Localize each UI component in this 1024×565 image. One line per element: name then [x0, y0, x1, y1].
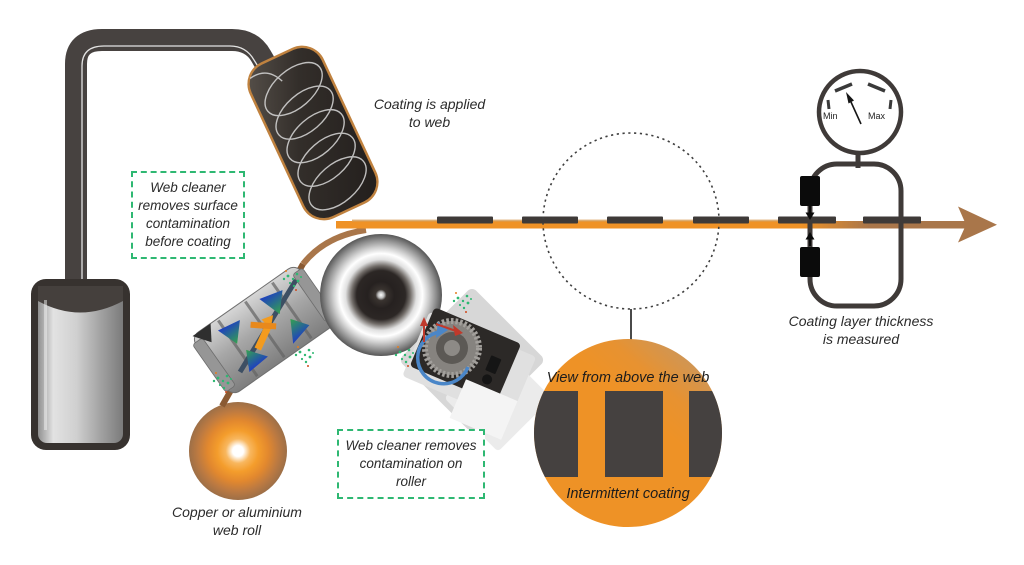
contamination-arrow-icons — [420, 317, 463, 342]
label-line: to web — [408, 114, 451, 131]
callout-line: Web cleaner removes — [345, 438, 477, 453]
web-roll-label: Copper or aluminium web roll — [157, 503, 317, 540]
web-direction-arrow — [958, 206, 997, 243]
coil-icon — [249, 61, 367, 211]
sensor-top — [800, 176, 820, 220]
callout-line: Web cleaner — [150, 180, 226, 195]
inline-web-cleaner — [192, 266, 335, 394]
label-line: Coating is applied — [373, 96, 486, 112]
callout-line: before coating — [145, 234, 231, 250]
label-line: View from above the web — [546, 370, 710, 386]
label-line: is measured — [822, 331, 900, 348]
gauge-min-label: Min — [823, 111, 838, 121]
coating-die — [247, 45, 379, 221]
gauge-needle-icon — [846, 92, 862, 125]
thickness-label: Coating layer thickness is measured — [779, 312, 943, 349]
web-wrap — [300, 227, 367, 266]
label-line: Coating layer thickness — [788, 313, 934, 329]
supply-pipe — [65, 29, 282, 292]
callout-line: removes surface — [138, 198, 238, 214]
web-roll — [189, 402, 287, 500]
magnifier-bottom-label: Intermittent coating — [543, 485, 713, 504]
roller — [320, 234, 442, 356]
callout-line: contamination on — [359, 456, 463, 472]
coating-patches — [437, 216, 921, 224]
magnified-web-view — [534, 339, 722, 527]
roller-web-cleaner — [394, 288, 551, 451]
zoom-indicator-circle — [542, 132, 720, 310]
label-line: web roll — [212, 522, 262, 539]
cleaner-roller-callout: Web cleaner removes contamination on rol… — [337, 429, 485, 500]
label-line: Copper or aluminium — [172, 504, 302, 520]
callout-line: roller — [395, 474, 426, 490]
supply-tank — [31, 279, 130, 450]
thickness-gauge-icon — [816, 68, 904, 168]
measurement-frame — [807, 161, 904, 309]
callout-line: contamination — [145, 216, 231, 232]
gauge-max-label: Max — [868, 111, 886, 121]
cleaner-surface-callout: Web cleaner removes surface contaminatio… — [131, 171, 245, 260]
label-line: Intermittent coating — [566, 486, 690, 502]
coating-applied-label: Coating is applied to web — [352, 95, 507, 132]
sensor-bottom — [800, 232, 820, 277]
rotation-arrow-icon — [415, 330, 470, 386]
magnifier-top-label: View from above the web — [533, 369, 723, 388]
